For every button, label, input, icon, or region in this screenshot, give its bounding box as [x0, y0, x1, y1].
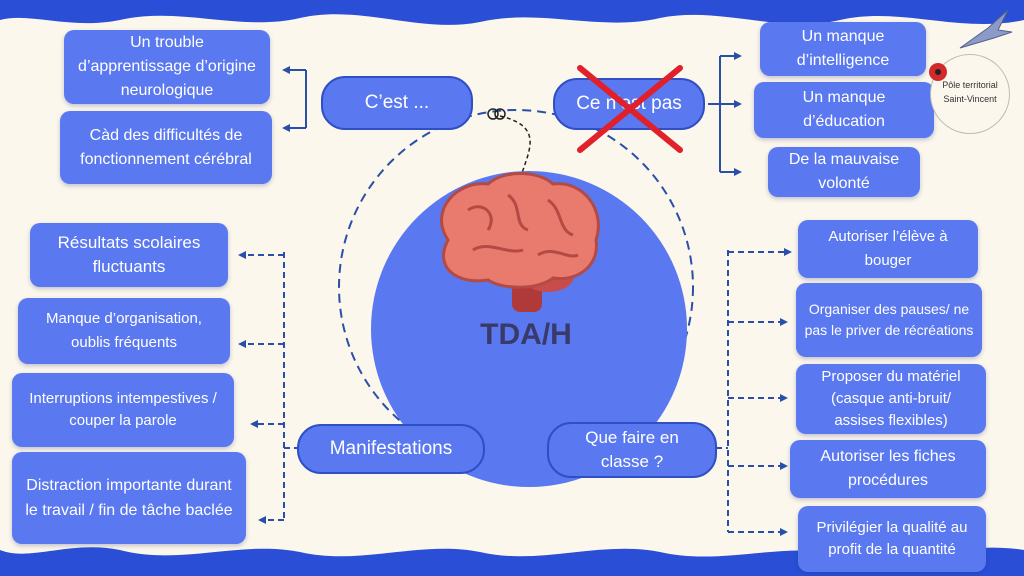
branch-ce-nest-pas: Ce n’est pas: [553, 78, 705, 130]
cenestpas-item-1: Un manque d’intelligence: [760, 22, 926, 76]
bottom-wave-decoration: [0, 547, 1024, 576]
logo-text: Pôle territorial Saint-Vincent: [942, 80, 998, 104]
manifestation-item-1: Résultats scolaires fluctuants: [30, 223, 228, 287]
brain-icon: [440, 172, 600, 312]
cenestpas-item-3: De la mauvaise volonté: [768, 147, 920, 197]
manifestation-item-2: Manque d’organisation, oublis fréquents: [18, 298, 230, 364]
manifestation-item-4: Distraction importante durant le travail…: [12, 452, 246, 544]
branch-que-faire: Que faire en classe ?: [547, 422, 717, 478]
top-wave-decoration: [0, 0, 1024, 25]
quefaire-item-1: Autoriser l’élève à bouger: [798, 220, 978, 278]
quefaire-item-4: Autoriser les fiches procédures: [790, 440, 986, 498]
branch-cest: C’est ...: [321, 76, 473, 130]
quefaire-item-3: Proposer du matériel (casque anti-bruit/…: [796, 364, 986, 434]
hummingbird-icon: [959, 9, 1013, 49]
quefaire-item-5: Privilégier la qualité au profit de la q…: [798, 506, 986, 572]
quefaire-item-2: Organiser des pauses/ ne pas le priver d…: [796, 283, 982, 357]
cross-mark-icon: [577, 65, 683, 153]
cest-item-2: Càd des difficultés de fonctionnement cé…: [60, 111, 272, 184]
central-title: TDA/H: [480, 318, 572, 351]
cenestpas-item-2: Un manque d’éducation: [754, 82, 934, 138]
poppy-icon: [929, 63, 947, 81]
branch-manifestations: Manifestations: [297, 424, 485, 474]
cest-item-1: Un trouble d’apprentissage d’origine neu…: [64, 30, 270, 104]
manifestation-item-3: Interruptions intempestives / couper la …: [12, 373, 234, 447]
bee-icon: [487, 108, 506, 120]
